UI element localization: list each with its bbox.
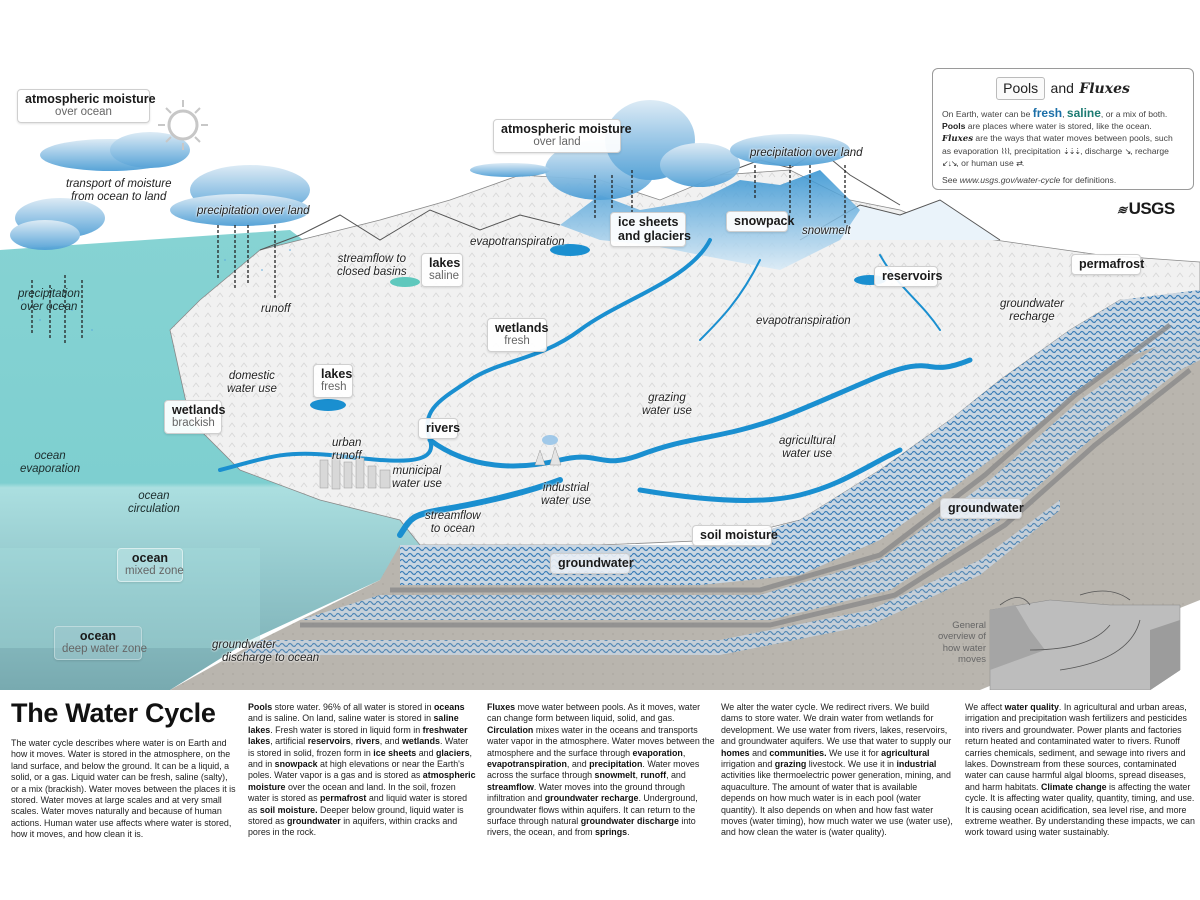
bold-term: wetlands	[401, 736, 440, 747]
pool-reservoirs: reservoirs	[874, 266, 942, 287]
bold-term: homes	[721, 747, 750, 758]
flux-transport-of-moisture: transport of moisture from ocean to land	[66, 178, 172, 204]
flux-evapotranspiration-2: evapotranspiration	[756, 315, 851, 327]
pools-and-fluxes-legend: Pools and Fluxes On Earth, water can be …	[932, 68, 1194, 190]
bold-term: springs	[595, 827, 628, 838]
bold-term: snowpack	[274, 758, 318, 769]
legend-heading: Pools and Fluxes	[942, 77, 1184, 101]
bold-term: water quality	[1004, 702, 1059, 712]
bold-term: runoff	[640, 770, 667, 781]
landscape-illustration	[0, 100, 1200, 690]
legend-line-fresh-saline: On Earth, water can be fresh, saline, or…	[942, 106, 1168, 121]
pool-wetlands-brackish: wetlands brackish	[164, 400, 226, 434]
flux-runoff: runoff	[261, 303, 291, 315]
bold-term: grazing	[774, 758, 807, 769]
bold-term: reservoirs	[307, 736, 351, 747]
bold-term: glaciers	[435, 747, 470, 758]
pool-ocean-deep-zone: ocean deep water zone	[54, 626, 147, 660]
legend-fluxes-title: Fluxes	[1079, 81, 1130, 97]
pool-atmospheric-moisture-land: atmospheric moisture over land	[493, 119, 632, 153]
flux-industrial-water-use: industrial water use	[541, 482, 591, 508]
flux-domestic-water-use: domestic water use	[227, 370, 277, 396]
flux-agricultural-water-use: agricultural water use	[779, 435, 836, 461]
precipitation-icon: ⇣⇣⇣	[1063, 146, 1081, 156]
bold-term: permafrost	[320, 793, 367, 804]
bold-term: saline lakes	[248, 713, 459, 735]
flux-precipitation-over-ocean: precipitation over ocean	[18, 288, 81, 314]
bold-term: groundwater discharge	[580, 815, 679, 826]
usgs-logo: ≋USGS	[1115, 199, 1175, 218]
water-quality-paragraph: We affect water quality. In agricultural…	[965, 702, 1195, 838]
pool-ocean-mixed-zone: ocean mixed zone	[117, 548, 184, 582]
bold-term: evapotranspiration	[487, 758, 567, 769]
flux-ocean-evaporation: ocean evaporation	[20, 450, 81, 476]
legend-pools-definition: Pools are places where water is stored, …	[942, 121, 1152, 132]
bold-term: precipitation	[589, 758, 643, 769]
overview-caption: General overview of how water moves	[937, 620, 986, 666]
pool-groundwater-shallow: groundwater	[550, 553, 634, 574]
bold-term: ice sheets	[373, 747, 417, 758]
human-alteration-paragraph: We alter the water cycle. We redirect ri…	[721, 702, 953, 838]
pool-rivers: rivers	[418, 418, 460, 439]
bold-term: soil moisture.	[259, 804, 318, 815]
bold-term: Pools	[248, 702, 273, 712]
flux-urban-runoff: urban runoff	[332, 437, 362, 463]
flux-municipal-water-use: municipal water use	[392, 465, 442, 491]
flux-streamflow-closed-basins: streamflow to closed basins	[337, 253, 407, 279]
flux-snowmelt: snowmelt	[802, 225, 851, 237]
pool-groundwater-deep: groundwater	[940, 498, 1024, 519]
bold-term: Fluxes	[487, 702, 516, 712]
recharge-icon: ↙↓↘	[942, 158, 957, 168]
explanatory-text-section: The Water Cycle The water cycle describe…	[0, 690, 1200, 900]
bold-term: rivers	[355, 736, 380, 747]
water-cycle-diagram: atmospheric moisture over ocean atmosphe…	[0, 68, 1200, 690]
pools-paragraph: Pools store water. 96% of all water is s…	[248, 702, 476, 838]
pool-wetlands-fresh: wetlands fresh	[487, 318, 549, 352]
evaporation-icon: ⌇⌇⌇	[1000, 146, 1011, 156]
bold-term: atmospheric moisture	[248, 770, 476, 792]
page-title: The Water Cycle	[11, 698, 216, 728]
bold-term: groundwater recharge	[544, 793, 639, 804]
overview-inset	[989, 590, 1181, 690]
legend-see-more: See www.usgs.gov/water-cycle for definit…	[942, 175, 1117, 186]
legend-pools-chip: Pools	[996, 77, 1046, 101]
pool-atmospheric-moisture-ocean: atmospheric moisture over ocean	[17, 89, 156, 123]
bold-term: groundwater	[286, 815, 341, 826]
fluxes-paragraph: Fluxes move water between pools. As it m…	[487, 702, 715, 838]
pool-permafrost: permafrost	[1071, 254, 1144, 275]
pool-lakes-saline: lakes saline	[421, 253, 463, 287]
bold-term: oceans	[433, 702, 465, 712]
bold-term: communities.	[769, 747, 827, 758]
bold-term: agricultural	[881, 747, 930, 758]
flux-precipitation-over-land-1: precipitation over land	[197, 205, 310, 217]
bold-term: Climate change	[1040, 781, 1107, 792]
bold-term: Circulation	[487, 724, 534, 735]
pool-snowpack: snowpack	[726, 211, 794, 232]
pool-ice-sheets-glaciers: ice sheets and glaciers	[610, 212, 691, 247]
pool-soil-moisture: soil moisture	[692, 525, 778, 546]
flux-evapotranspiration-1: evapotranspiration	[470, 236, 565, 248]
pool-lakes-fresh: lakes fresh	[313, 364, 353, 398]
bold-term: evaporation	[632, 747, 683, 758]
human-use-icon: ⇄	[1016, 158, 1023, 168]
flux-streamflow-to-ocean: streamflow to ocean	[425, 510, 481, 536]
sun-icon	[158, 100, 208, 150]
flux-groundwater-recharge: groundwater recharge	[1000, 298, 1064, 324]
bold-term: freshwater lakes	[248, 724, 468, 747]
flux-precipitation-over-land-2: precipitation over land	[750, 147, 863, 159]
bold-term: snowmelt	[594, 770, 636, 781]
flux-groundwater-discharge-ocean: groundwater discharge to ocean	[212, 639, 320, 665]
bold-term: industrial	[896, 758, 937, 769]
bold-term: streamflow	[487, 781, 534, 792]
legend-saline: saline	[1066, 106, 1101, 121]
flux-grazing-water-use: grazing water use	[642, 392, 692, 418]
legend-fluxes-definition: Fluxes are the ways that water moves bet…	[942, 133, 1173, 168]
legend-url-link[interactable]: www.usgs.gov/water-cycle	[959, 175, 1061, 186]
legend-fresh: fresh	[1032, 106, 1063, 121]
flux-ocean-circulation: ocean circulation	[128, 490, 180, 516]
intro-paragraph: The water cycle describes where water is…	[11, 738, 236, 840]
discharge-icon: ↘	[1124, 146, 1132, 156]
